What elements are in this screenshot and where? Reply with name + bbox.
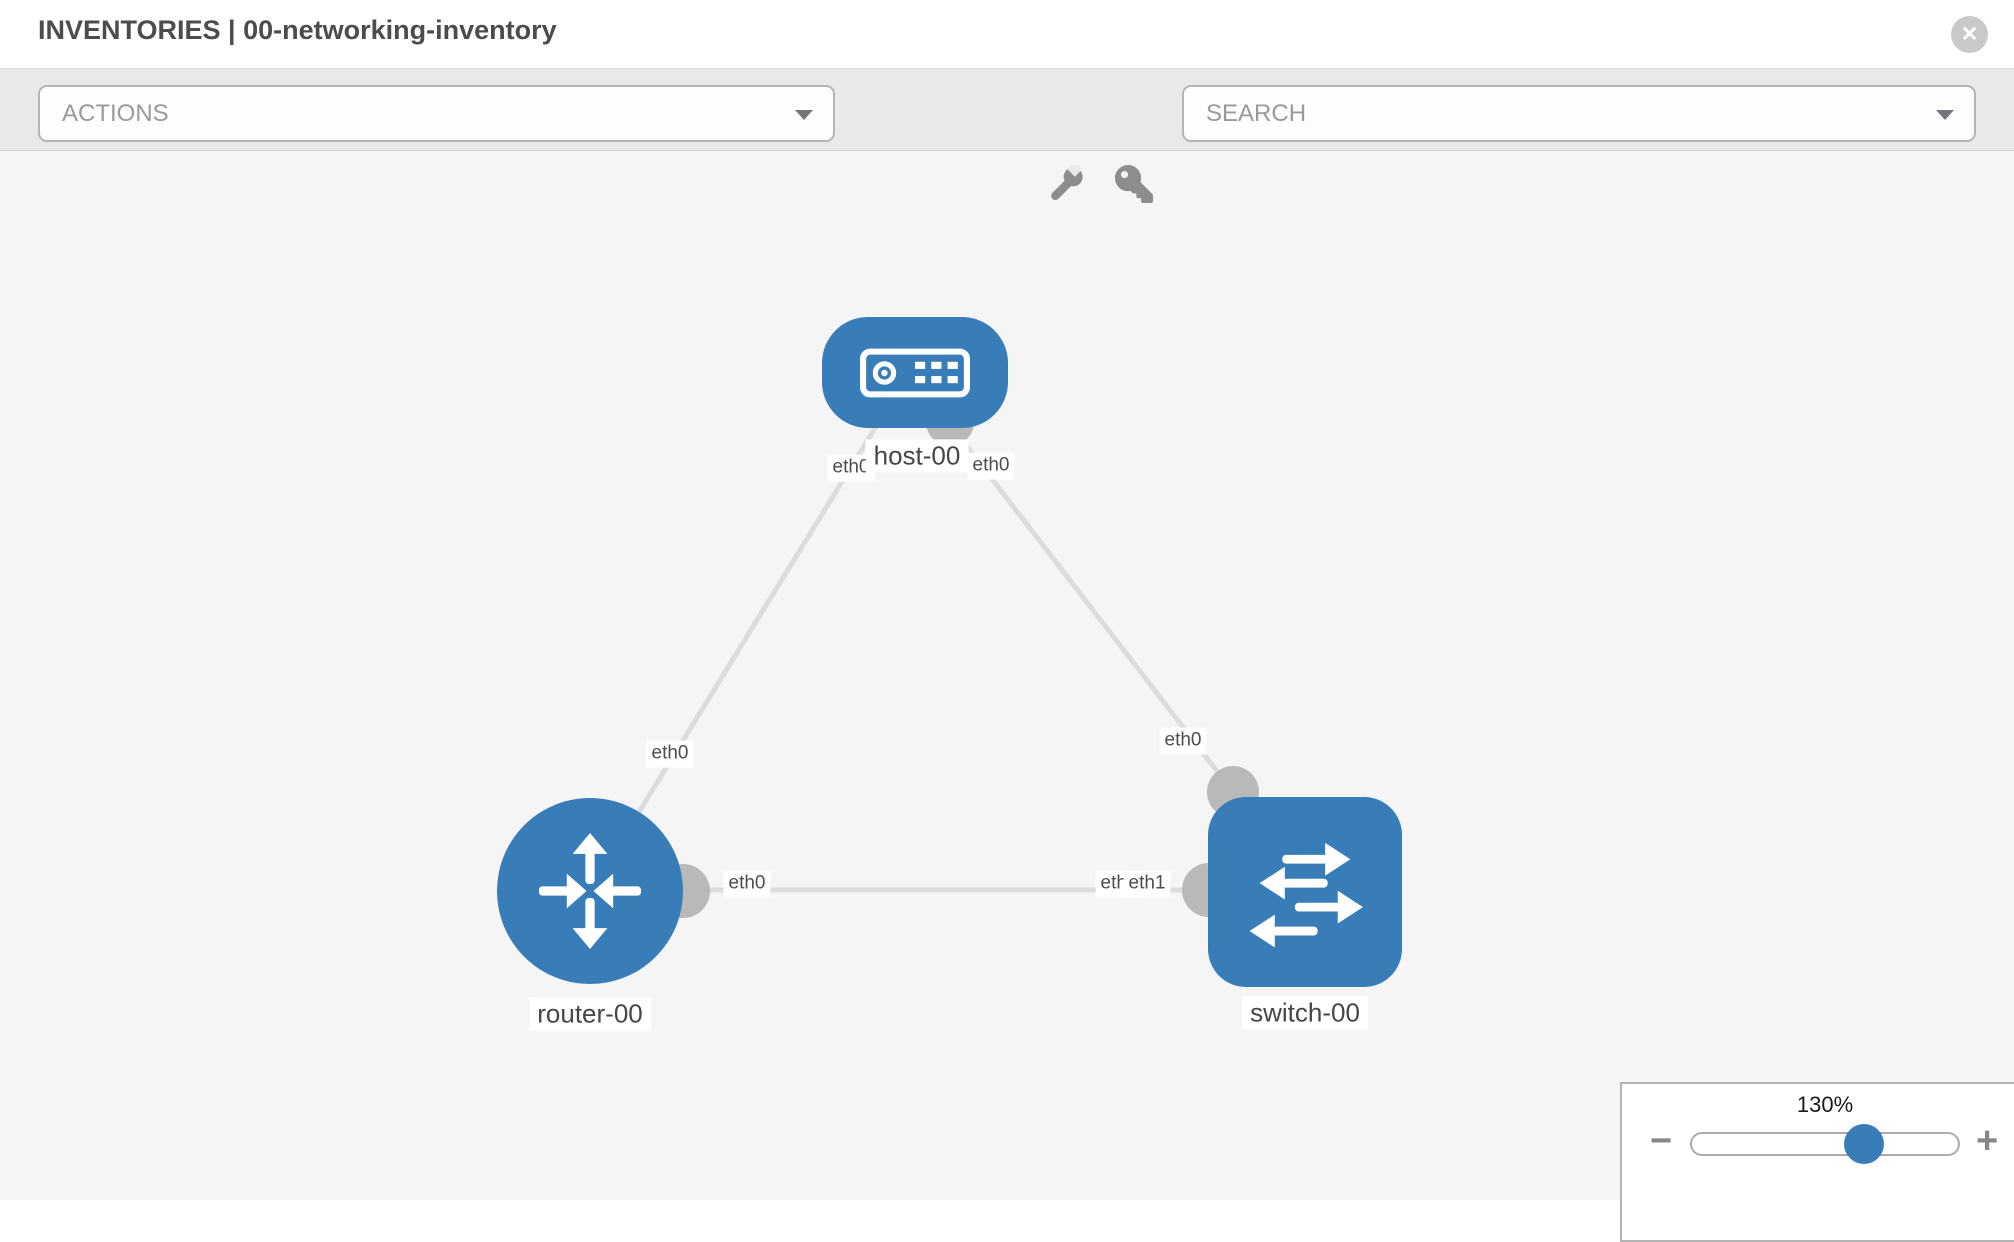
key-icon	[1115, 165, 1153, 203]
zoom-in-button[interactable]: +	[1976, 1122, 1998, 1160]
router-icon	[538, 833, 642, 949]
topology-canvas[interactable]: host-00 router-00 switch-00 eth0 eth0 et…	[0, 151, 2014, 1200]
plus-icon: +	[1976, 1120, 1999, 1162]
node-label-host: host-00	[865, 439, 969, 473]
close-button[interactable]: ✕	[1951, 16, 1988, 53]
node-label-switch: switch-00	[1242, 996, 1368, 1030]
zoom-slider-knob[interactable]	[1844, 1124, 1884, 1164]
port-label-switch-eth1: eth1	[1123, 870, 1171, 898]
node-router-00[interactable]	[497, 798, 683, 984]
breadcrumb-header: INVENTORIES | 00-networking-inventory ✕	[0, 0, 2014, 69]
node-host-00[interactable]	[822, 317, 1008, 428]
page-title: INVENTORIES | 00-networking-inventory	[38, 15, 557, 45]
topology-edges	[620, 398, 1300, 918]
zoom-level-label: 130%	[1796, 1092, 1854, 1117]
port-label-router-eth0-uplink: eth0	[646, 740, 694, 768]
key-credentials-button[interactable]	[1115, 165, 1153, 203]
switch-icon	[1249, 842, 1363, 948]
wrench-icon	[1051, 161, 1083, 201]
search-dropdown[interactable]: SEARCH	[1182, 85, 1976, 142]
host-icon	[860, 348, 970, 397]
node-label-router: router-00	[529, 997, 651, 1031]
search-placeholder: SEARCH	[1206, 99, 1307, 127]
actions-dropdown[interactable]: ACTIONS	[38, 85, 835, 142]
port-label-host-eth0-right: eth0	[967, 452, 1015, 480]
close-icon: ✕	[1960, 23, 1979, 46]
chevron-down-icon	[1936, 100, 1954, 128]
toolbar: ACTIONS SEARCH	[0, 69, 2014, 203]
minus-icon: −	[1650, 1120, 1673, 1162]
port-label-switch-eth0-uplink: eth0	[1159, 727, 1207, 755]
zoom-control-panel: 130% − +	[1620, 1082, 2014, 1242]
chevron-down-icon	[795, 100, 813, 128]
zoom-slider-track[interactable]	[1690, 1132, 1960, 1156]
port-label-router-eth0-right: eth0	[723, 870, 771, 898]
configure-button[interactable]	[1047, 161, 1085, 203]
actions-dropdown-label: ACTIONS	[62, 99, 169, 127]
node-switch-00[interactable]	[1208, 797, 1402, 987]
zoom-out-button[interactable]: −	[1650, 1122, 1672, 1160]
